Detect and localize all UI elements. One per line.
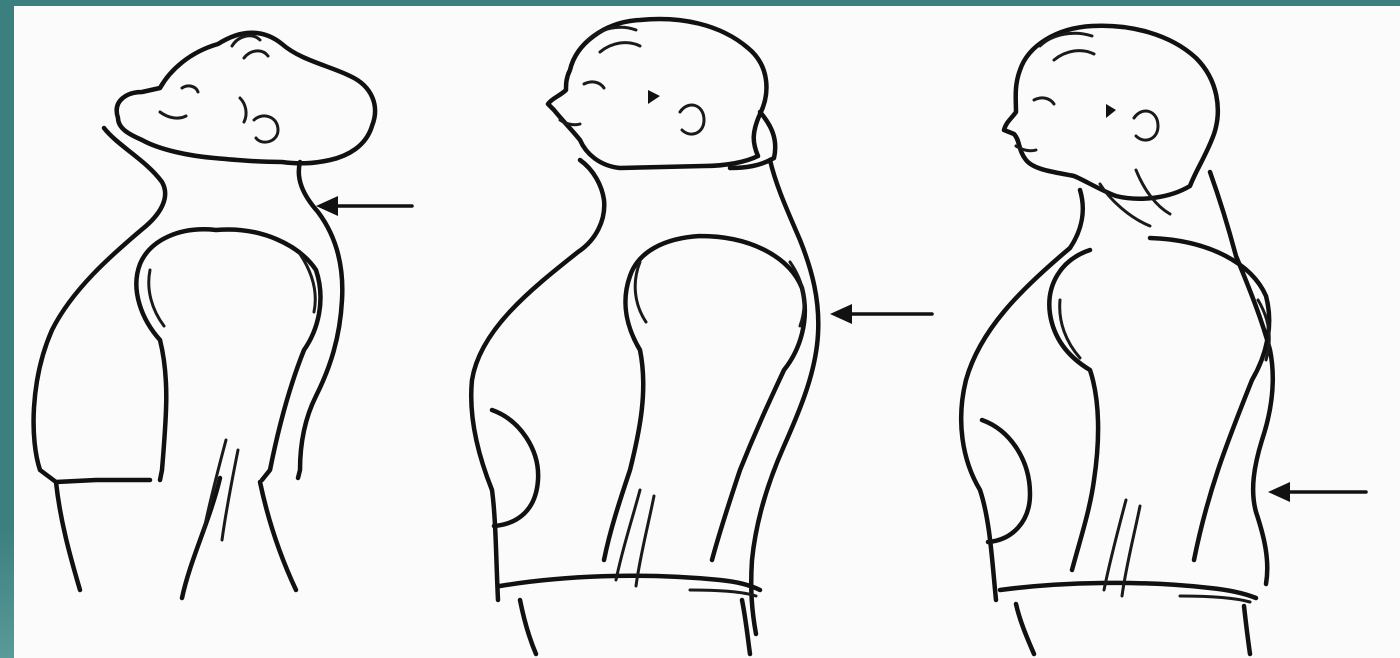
figure-2-ear-mark	[648, 90, 660, 104]
figure-2-eye	[584, 82, 604, 88]
figure-1-head-tilted-back	[34, 33, 412, 598]
figure-1-ear	[254, 116, 278, 142]
figure-1-arm	[136, 229, 320, 480]
figure-1-hair	[232, 36, 268, 58]
figure-2-arrow-head	[830, 304, 852, 324]
figure-3-hip-band-inner	[1180, 596, 1250, 602]
figure-2-torso-front	[471, 160, 604, 600]
figure-1-head	[117, 33, 375, 164]
figure-3-arrow-head	[1268, 482, 1290, 502]
figure-3-ear	[1134, 111, 1158, 140]
figure-2-head	[548, 19, 766, 168]
figure-2-hand-lines	[616, 490, 654, 586]
figure-1-arm-shading	[149, 254, 315, 326]
figure-2-hip-band	[500, 576, 760, 590]
figure-1-torso-front	[34, 128, 166, 482]
figure-3-ear-mark	[1106, 104, 1116, 118]
figure-1-jaw-shade	[240, 98, 246, 122]
figure-2-mouth	[560, 120, 580, 125]
figure-3-arm-shading	[1060, 300, 1270, 360]
figure-2-arm-shading	[635, 262, 804, 326]
figure-1-legs	[56, 478, 296, 598]
figure-2-legs	[520, 600, 750, 654]
figure-3-eye	[1034, 98, 1054, 104]
figure-1-mouth	[160, 112, 186, 118]
figure-3-torso-front	[961, 190, 1083, 600]
figure-1-eye	[182, 86, 198, 92]
figure-3-legs	[1016, 604, 1250, 654]
figure-1-hand-lines	[204, 440, 238, 540]
figure-3-back	[1210, 172, 1273, 584]
figure-2-back	[751, 160, 818, 634]
figure-2-rounded-upper-back	[471, 19, 932, 654]
figure-2-abdomen	[492, 410, 538, 526]
figure-2-hip-band-inner	[690, 590, 756, 596]
figure-2-hair	[588, 27, 640, 52]
figure-3-arm	[1049, 238, 1269, 570]
figure-2-ear	[680, 105, 704, 134]
figure-3-arched-lower-back	[961, 26, 1366, 654]
